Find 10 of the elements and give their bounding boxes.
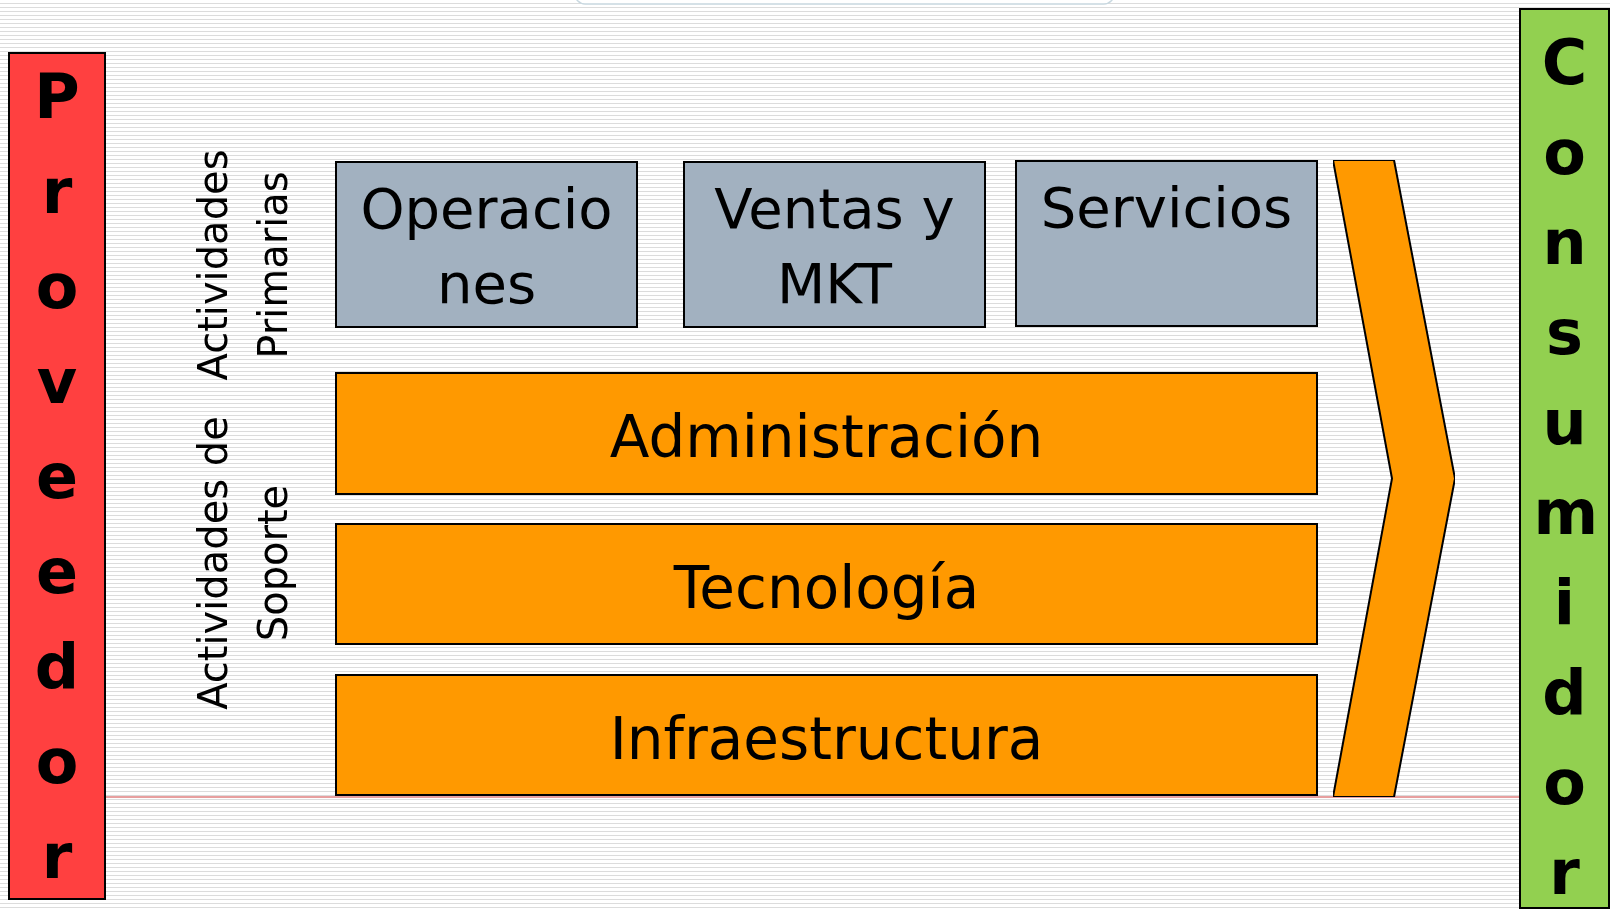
supplier-bar: Proveedor bbox=[8, 52, 106, 900]
primary-activity-box: Operacio nes bbox=[335, 161, 638, 328]
support-activity-bar: Tecnología bbox=[335, 523, 1318, 645]
support-activity-bar: Infraestructura bbox=[335, 674, 1318, 796]
primary-activity-box: Ventas y MKT bbox=[683, 161, 986, 328]
support-activity-bar: Administración bbox=[335, 372, 1318, 495]
section-label: Actividades de Soporte bbox=[189, 415, 297, 712]
primary-activity-box: Servicios bbox=[1015, 160, 1318, 327]
section-label: Actividades Primarias bbox=[189, 148, 297, 383]
consumer-bar: Consumidor bbox=[1519, 8, 1610, 909]
